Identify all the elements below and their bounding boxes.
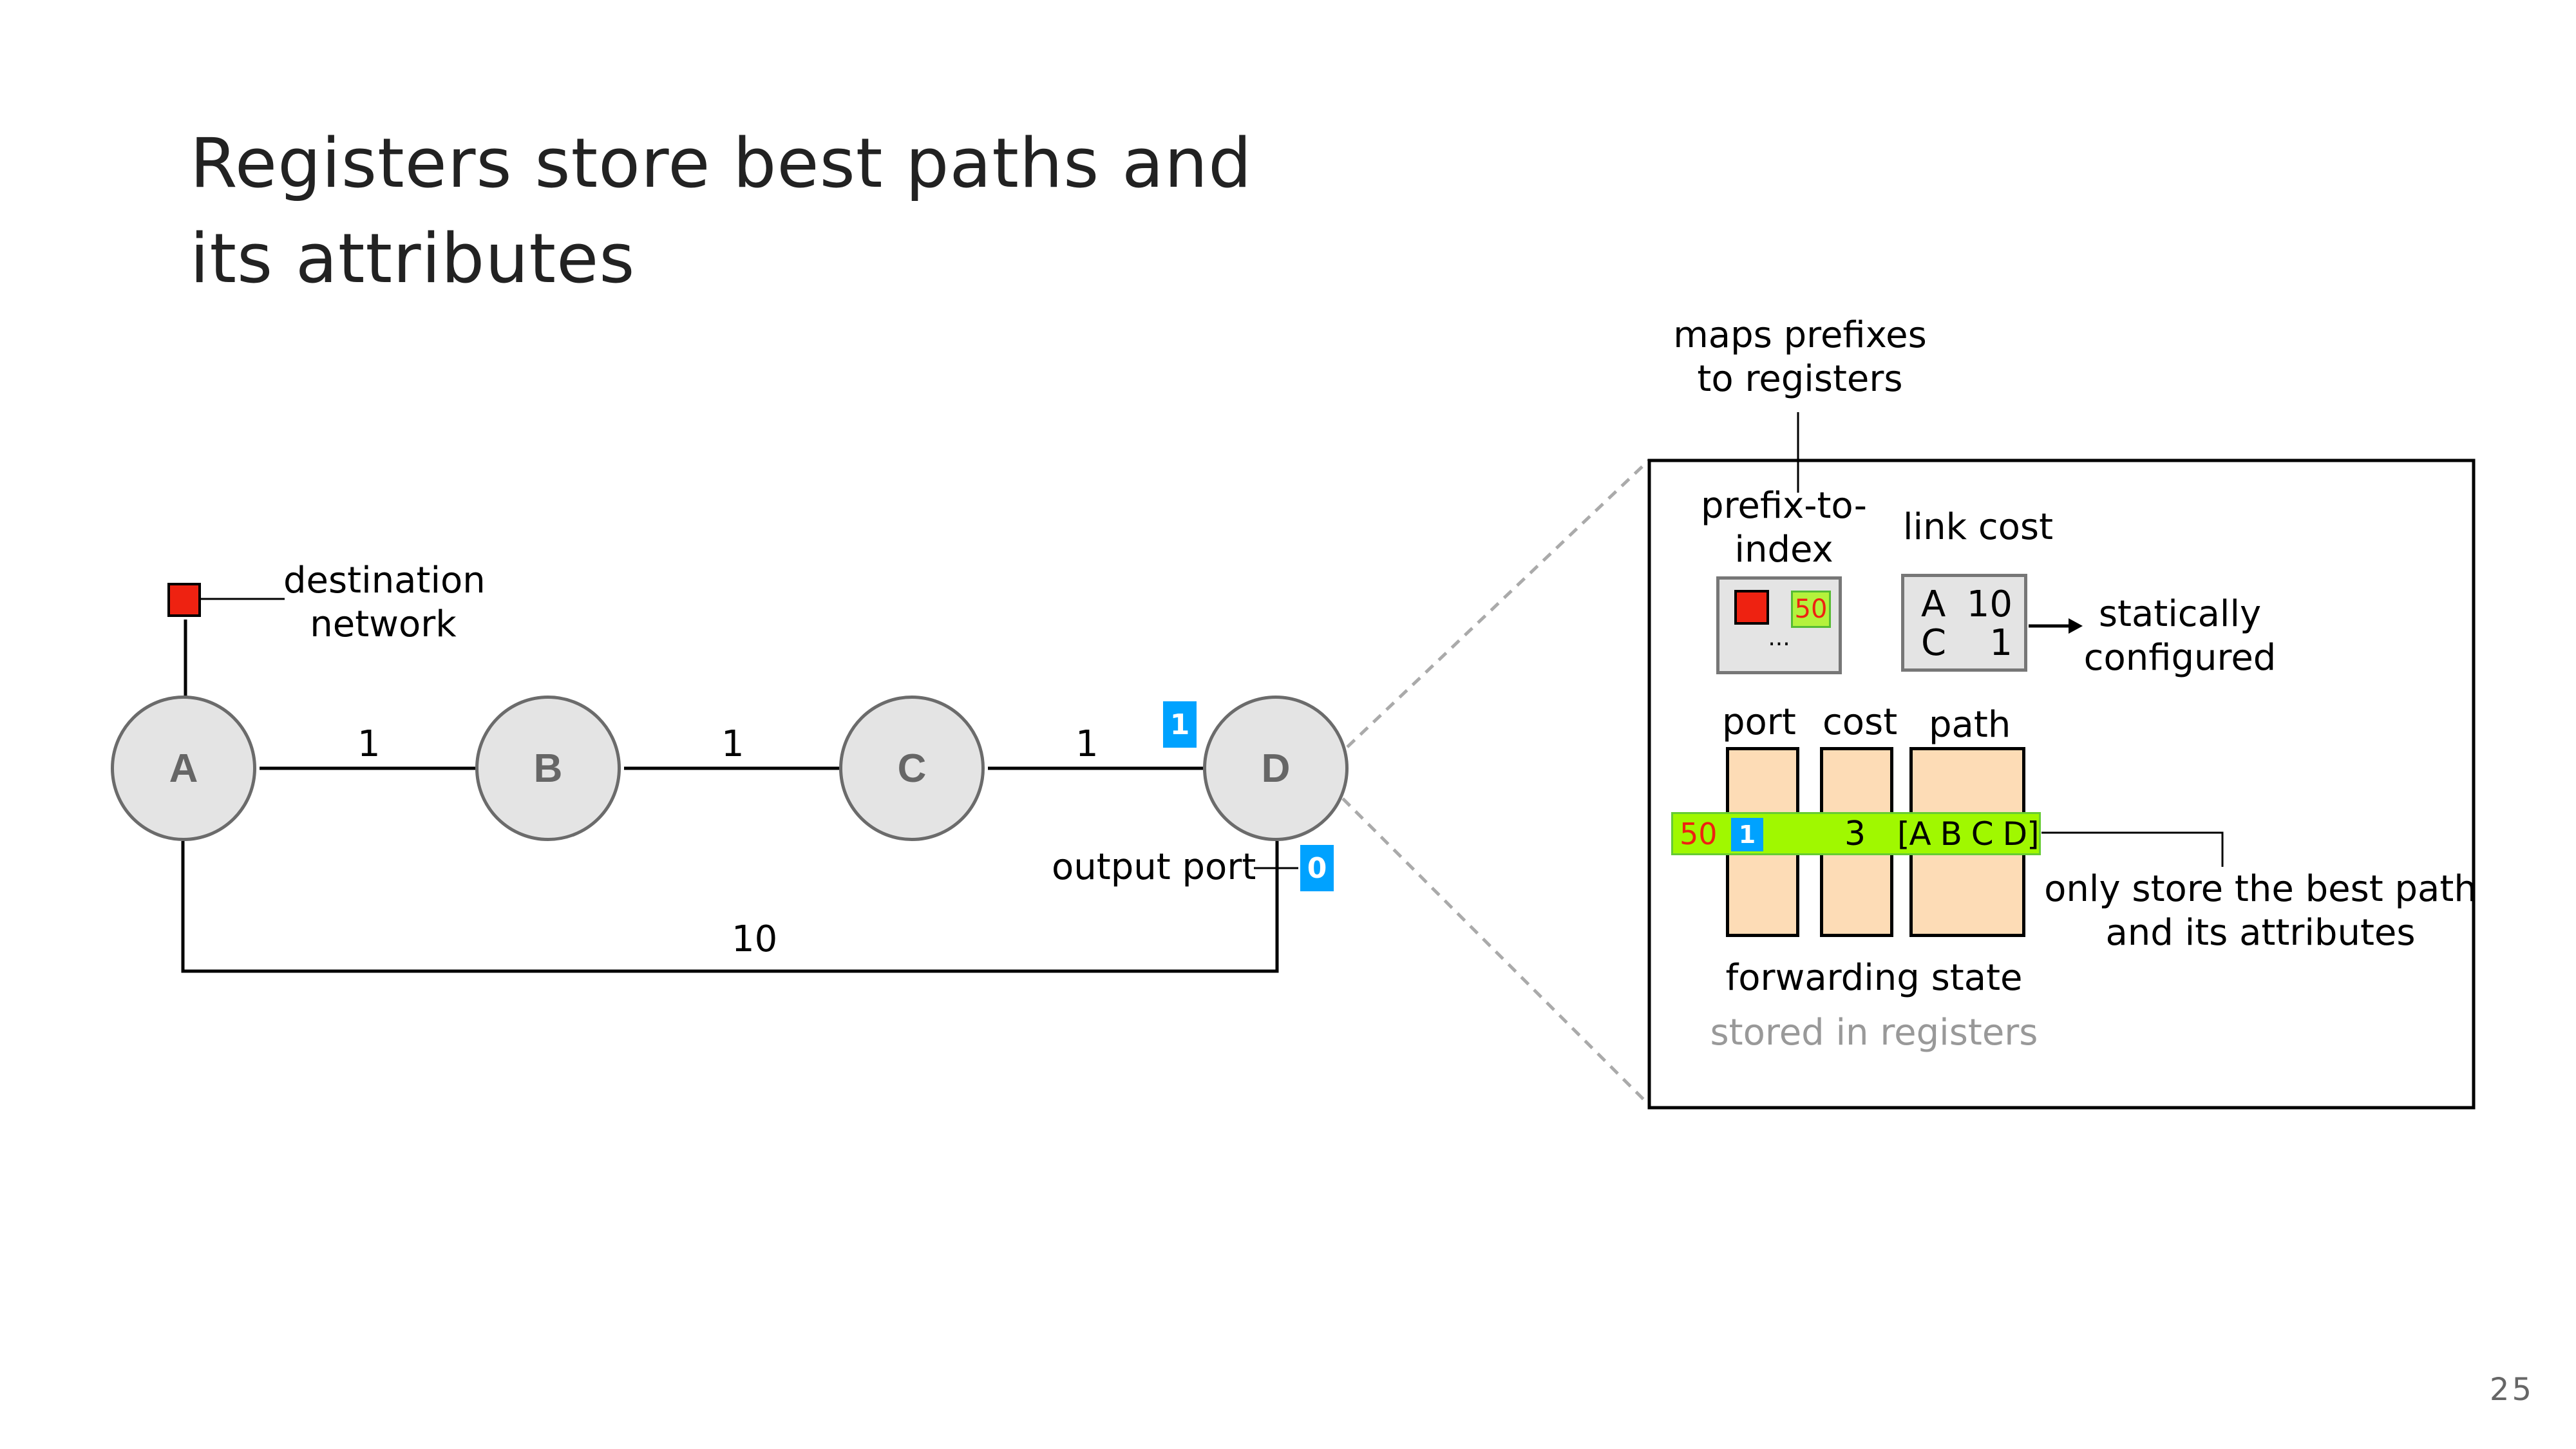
link-cost-value: 1: [1989, 622, 2012, 664]
router-node-c[interactable]: C: [839, 696, 985, 841]
destination-label-line1: destination: [283, 560, 486, 601]
slide-title-line2: its attributes: [190, 219, 636, 298]
prefix-red-square-icon: [1734, 590, 1769, 625]
port-badge-1: 1: [1163, 701, 1197, 748]
node-label: A: [169, 746, 198, 791]
detail-box: [1647, 459, 2476, 1110]
destination-network-label: destination network: [283, 559, 486, 647]
port-badge-0: 0: [1300, 845, 1334, 891]
register-header-cost: cost: [1823, 701, 1898, 743]
arrow-head-icon: [2069, 618, 2083, 634]
prefix-to-index-label: prefix-to- index: [1674, 484, 1893, 572]
link-cost-value: 10: [1966, 583, 2012, 625]
link-cost-a-b: 1: [357, 723, 381, 765]
register-header-port: port: [1722, 701, 1796, 743]
destination-network-icon: [167, 583, 201, 617]
statically-configured-label: statically configured: [2070, 592, 2289, 680]
router-node-b[interactable]: B: [475, 696, 621, 841]
static-line2: configured: [2083, 637, 2277, 679]
link-cost-label: link cost: [1903, 506, 2054, 548]
best-path-annotation: only store the best path and its attribu…: [2038, 867, 2483, 955]
prefix-to-index-table: 50 ...: [1716, 576, 1842, 674]
zoom-line-bottom: [1341, 797, 1647, 1103]
link-cost-node: A: [1921, 583, 1946, 625]
link-cost-row: A 10: [1921, 585, 2018, 625]
router-node-d[interactable]: D: [1203, 696, 1349, 841]
link-cost-node: C: [1921, 622, 1947, 664]
stored-in-registers-label: stored in registers: [1710, 1012, 2038, 1054]
router-node-a[interactable]: A: [111, 696, 256, 841]
annotation-right-line2: and its attributes: [2105, 912, 2416, 954]
static-line1: statically: [2098, 593, 2262, 635]
prefix-mapping-annotation: maps prefixes to registers: [1655, 314, 1945, 401]
register-header-path: path: [1929, 704, 2011, 746]
node-label: C: [897, 746, 927, 791]
prefix-label-line1: prefix-to-: [1701, 485, 1867, 527]
slide-title-line1: Registers store best paths and: [190, 124, 1253, 203]
prefix-label-line2: index: [1734, 529, 1833, 571]
entry-port-badge: 1: [1731, 818, 1763, 851]
annotation-top-line2: to registers: [1697, 358, 1903, 400]
prefix-index-value: 50: [1791, 591, 1831, 628]
annotation-top-line1: maps prefixes: [1673, 314, 1927, 356]
entry-cost: 3: [1844, 815, 1866, 853]
destination-label-line2: network: [310, 603, 457, 645]
link-cost-b-c: 1: [721, 723, 744, 765]
link-cost-c-d: 1: [1075, 723, 1099, 765]
node-label: D: [1261, 746, 1291, 791]
best-path-annotation-leader: [2041, 831, 2224, 867]
forwarding-state-label: forwarding state: [1725, 957, 2023, 999]
entry-path: [A B C D]: [1897, 815, 2040, 853]
output-port-label: output port: [1052, 846, 1256, 888]
page-number: 25: [2489, 1372, 2534, 1408]
slide-title: Registers store best paths and its attri…: [190, 116, 1252, 307]
best-path-entry: 50 1 3 [A B C D]: [1671, 812, 2041, 855]
prefix-ellipsis: ...: [1768, 625, 1790, 651]
zoom-line-top: [1346, 459, 1650, 748]
entry-index: 50: [1680, 817, 1718, 851]
node-label: B: [533, 746, 563, 791]
link-a-d: [181, 841, 1279, 973]
link-cost-a-d: 10: [732, 918, 778, 960]
annotation-right-line1: only store the best path: [2044, 868, 2477, 910]
